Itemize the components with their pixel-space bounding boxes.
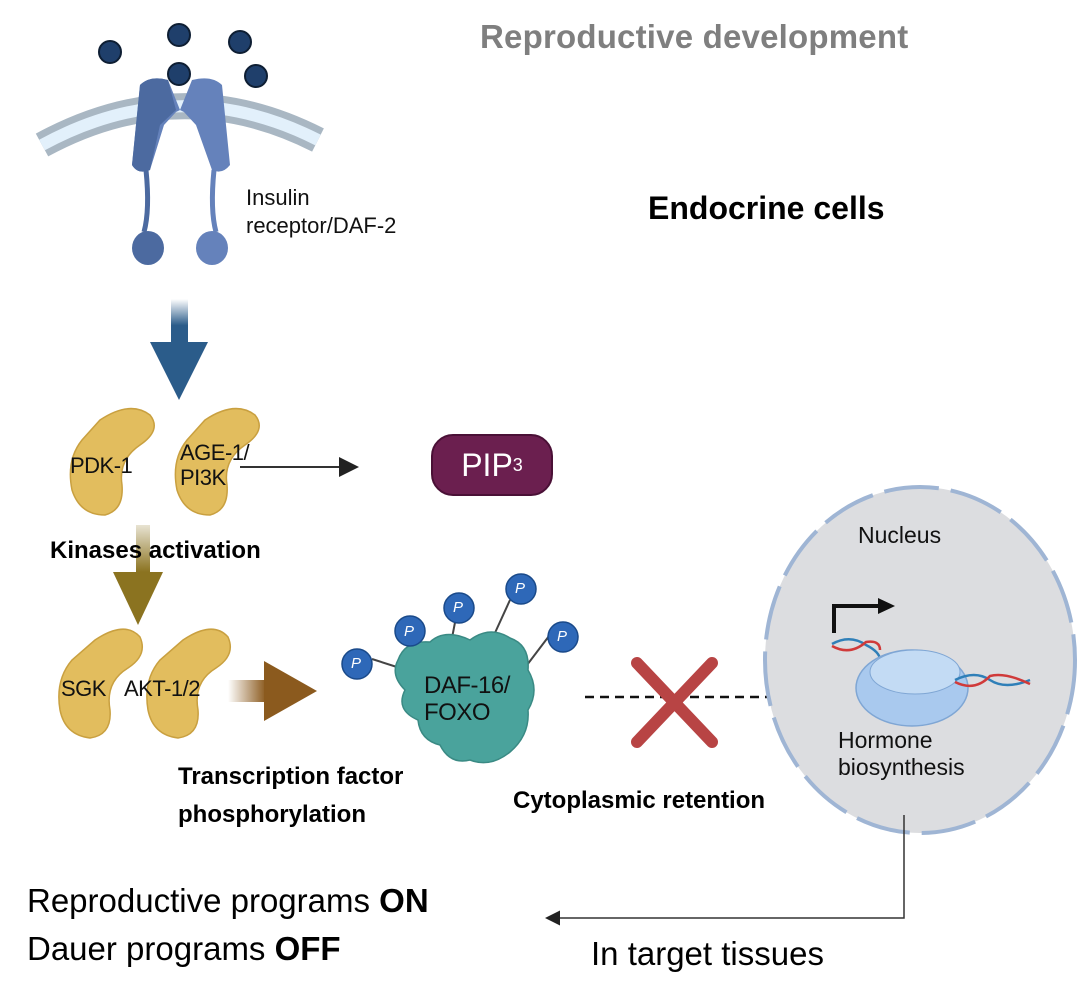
phospho-letter: P bbox=[453, 599, 464, 616]
receptor-label-line2: receptor/DAF-2 bbox=[246, 213, 397, 238]
pip3-subscript: 3 bbox=[512, 454, 523, 475]
phospho-letter: P bbox=[351, 655, 362, 672]
phosphate-icon bbox=[547, 621, 579, 653]
hormone-label-line2: biosynthesis bbox=[838, 754, 965, 780]
phosphate-icon bbox=[394, 615, 426, 647]
insulin-ligands bbox=[98, 23, 268, 88]
pip3-label: PIP bbox=[461, 446, 513, 483]
outcome-line1-text: Reproductive programs bbox=[27, 882, 380, 919]
phosphate-icon bbox=[443, 592, 475, 624]
transcription-start-arrow-icon bbox=[832, 598, 895, 633]
kinase-akt-icon bbox=[146, 628, 231, 739]
outcome-line1-state: ON bbox=[379, 882, 429, 919]
output-connector-arrow bbox=[545, 815, 905, 926]
nucleus-label: Nucleus bbox=[858, 522, 942, 548]
sgk-label: SGK bbox=[61, 676, 106, 701]
pdk1-label: PDK-1 bbox=[70, 453, 133, 478]
foxo-label: DAF-16/ FOXO bbox=[424, 672, 510, 726]
kinase-sgk-icon bbox=[58, 628, 143, 739]
phosphate-icon bbox=[505, 573, 537, 605]
phospho-letter: P bbox=[515, 580, 526, 597]
age1-label: AGE-1/ PI3K bbox=[180, 440, 250, 490]
activation-arrow-olive bbox=[113, 525, 163, 625]
activation-arrow-blue bbox=[150, 299, 208, 400]
block-x-icon bbox=[631, 657, 718, 748]
hormone-label-line1: Hormone bbox=[838, 727, 933, 753]
diagram-title: Reproductive development bbox=[480, 18, 909, 55]
phosphorylation-label-line1: Transcription factor bbox=[178, 763, 404, 790]
insulin-receptor-icon bbox=[132, 78, 230, 265]
kinase-pdk1-icon bbox=[69, 407, 155, 516]
cell-type-label: Endocrine cells bbox=[648, 190, 885, 226]
phospho-letter: P bbox=[404, 623, 415, 640]
target-tissues-label: In target tissues bbox=[591, 935, 824, 972]
ligand-dot bbox=[228, 30, 252, 54]
akt-label: AKT-1/2 bbox=[124, 676, 200, 701]
foxo-label-line1: DAF-16/ bbox=[424, 672, 510, 699]
outcome-line2-state: OFF bbox=[274, 930, 341, 967]
phosphorylation-arrow-brown bbox=[228, 661, 317, 721]
hormone-biosynthesis-label: Hormone biosynthesis bbox=[838, 727, 965, 781]
outcome-label: Reproductive programs ON Dauer programs … bbox=[27, 877, 429, 973]
phosphorylation-label-line2: phosphorylation bbox=[178, 801, 366, 828]
polymerase-dna-icon bbox=[831, 638, 1031, 727]
cytoplasmic-retention-label: Cytoplasmic retention bbox=[513, 787, 766, 814]
phosphate-icon bbox=[341, 648, 373, 680]
cell-membrane bbox=[35, 93, 324, 157]
kinase-age1-icon bbox=[174, 407, 260, 516]
outcome-line-dauer: Dauer programs OFF bbox=[27, 925, 429, 973]
age1-label-line1: AGE-1/ bbox=[180, 440, 250, 465]
ligand-dot bbox=[98, 40, 122, 64]
receptor-label-line1: Insulin bbox=[246, 185, 310, 210]
receptor-label: Insulin receptor/DAF-2 bbox=[246, 184, 396, 240]
kinases-activation-label: Kinases activation bbox=[50, 537, 261, 564]
foxo-label-line2: FOXO bbox=[424, 699, 491, 726]
ligand-dot bbox=[167, 62, 191, 86]
outcome-line2-text: Dauer programs bbox=[27, 930, 275, 967]
age1-label-line2: PI3K bbox=[180, 465, 226, 490]
phospho-letter: P bbox=[557, 628, 568, 645]
phosphorylation-label: Transcription factor phosphorylation bbox=[178, 758, 403, 834]
phospho-groups bbox=[341, 573, 579, 680]
outcome-line-reproductive: Reproductive programs ON bbox=[27, 877, 429, 925]
ligand-dot bbox=[244, 64, 268, 88]
ligand-dot bbox=[167, 23, 191, 47]
